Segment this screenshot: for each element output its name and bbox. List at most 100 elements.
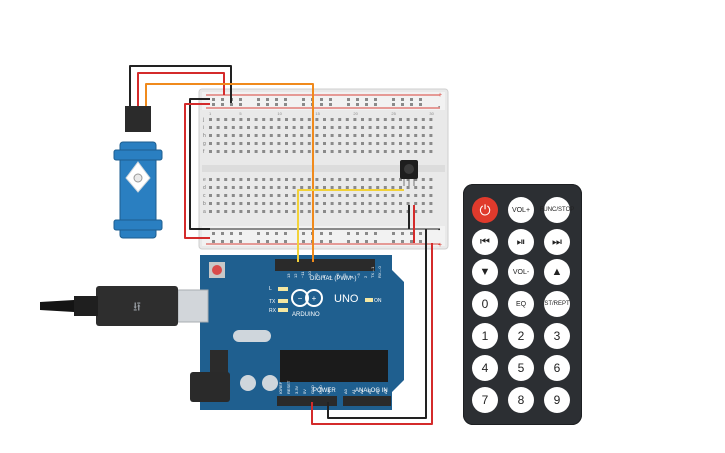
breadboard-hole <box>269 118 273 121</box>
rail-hole <box>275 232 278 235</box>
breadboard-hole <box>262 142 266 145</box>
breadboard-hole <box>231 178 235 181</box>
rail-hole <box>320 232 323 235</box>
ir-receiver[interactable] <box>400 160 418 186</box>
breadboard-hole <box>254 186 258 189</box>
rail-hole <box>365 103 368 106</box>
st-rept-button[interactable]: ST/REPT <box>544 291 570 317</box>
column-number: 5 <box>239 111 242 116</box>
breadboard-hole <box>292 178 296 181</box>
breadboard-hole <box>292 202 296 205</box>
breadboard-hole <box>391 186 395 189</box>
play-pause-button[interactable]: ⏯ <box>508 229 534 255</box>
breadboard-hole <box>224 210 228 213</box>
digit-4-button[interactable]: 4 <box>472 355 498 381</box>
wire-5v-arduino <box>311 243 433 425</box>
down-button[interactable]: ▼ <box>472 259 498 285</box>
breadboard-hole <box>262 202 266 205</box>
usb-icon: ⭿ <box>133 300 141 314</box>
rail-hole <box>374 232 377 235</box>
breadboard-hole <box>323 150 326 153</box>
rail-minus-bottom: - <box>438 227 441 234</box>
breadboard-hole <box>224 186 228 189</box>
wires <box>129 65 433 425</box>
servo-motor[interactable] <box>113 106 163 239</box>
breadboard-hole <box>406 150 410 153</box>
breadboard-hole <box>224 194 228 197</box>
digit-1-button[interactable]: 1 <box>472 323 498 349</box>
breadboard-hole <box>345 210 349 213</box>
breadboard-hole <box>231 150 235 153</box>
digit-6-button[interactable]: 6 <box>544 355 570 381</box>
svg-text:−: − <box>298 294 303 303</box>
pin-label: RX←0 <box>377 265 382 278</box>
breadboard-hole <box>262 134 266 137</box>
breadboard-hole <box>376 134 380 137</box>
usb-cable-cord <box>40 300 74 312</box>
breadboard-hole <box>338 186 342 189</box>
rail-hole <box>347 232 350 235</box>
breadboard-hole <box>345 150 349 153</box>
svg-text:+: + <box>312 294 317 303</box>
digit-9-button[interactable]: 9 <box>544 387 570 413</box>
digit-5-button[interactable]: 5 <box>508 355 534 381</box>
breadboard-hole <box>406 142 410 145</box>
breadboard-hole <box>414 134 418 137</box>
breadboard-hole <box>216 186 220 189</box>
eq-button[interactable]: EQ <box>508 291 534 317</box>
breadboard-hole <box>254 202 258 205</box>
crystal-oscillator <box>233 330 271 342</box>
breadboard-hole <box>216 118 220 121</box>
func-stop-button[interactable]: FUNC/STOP <box>540 197 574 223</box>
row-letter: j <box>202 117 204 123</box>
breadboard-hole <box>368 202 372 205</box>
digit-3-button[interactable]: 3 <box>544 323 570 349</box>
breadboard-hole <box>216 150 220 153</box>
breadboard-hole <box>391 194 395 197</box>
breadboard-hole <box>361 142 364 145</box>
breadboard-hole <box>262 150 266 153</box>
breadboard-hole <box>254 210 258 213</box>
breadboard-hole <box>262 118 266 121</box>
breadboard-hole <box>300 150 304 153</box>
pin-label: RESET <box>286 380 291 394</box>
breadboard-hole <box>231 134 235 137</box>
breadboard-hole <box>414 150 418 153</box>
rail-hole <box>284 98 287 101</box>
digit-0-button[interactable]: 0 <box>472 291 498 317</box>
row-letter: c <box>203 193 206 199</box>
digit-2-button[interactable]: 2 <box>508 323 534 349</box>
column-number: 25 <box>391 111 396 116</box>
prev-button[interactable]: ⏮ <box>472 229 498 255</box>
breadboard-hole <box>247 126 250 129</box>
breadboard-hole <box>383 186 387 189</box>
breadboard-hole <box>361 118 364 121</box>
rail-hole <box>221 240 224 243</box>
digit-8-button[interactable]: 8 <box>508 387 534 413</box>
power-button[interactable]: ⏻ <box>472 197 498 223</box>
breadboard-hole <box>421 186 425 189</box>
breadboard-hole <box>315 134 319 137</box>
breadboard-hole <box>277 194 281 197</box>
breadboard-hole <box>315 178 319 181</box>
vol-down-button[interactable]: VOL- <box>508 259 534 285</box>
reset-button[interactable] <box>212 265 222 275</box>
breadboard-hole <box>391 142 395 145</box>
up-button[interactable]: ▲ <box>544 259 570 285</box>
breadboard-hole <box>277 126 281 129</box>
rail-hole <box>392 103 395 106</box>
row-letter: a <box>203 209 206 215</box>
pin-label: A5 <box>383 388 388 394</box>
breadboard-hole <box>399 126 402 129</box>
digit-7-button[interactable]: 7 <box>472 387 498 413</box>
breadboard-hole <box>216 194 220 197</box>
breadboard-hole <box>421 178 425 181</box>
next-button[interactable]: ⏭ <box>544 229 570 255</box>
rail-hole <box>329 98 332 101</box>
breadboard-hole <box>315 118 319 121</box>
vol-up-button[interactable]: VOL+ <box>508 197 534 223</box>
breadboard-hole <box>224 150 228 153</box>
rail-hole <box>419 240 422 243</box>
breadboard-hole <box>315 186 319 189</box>
